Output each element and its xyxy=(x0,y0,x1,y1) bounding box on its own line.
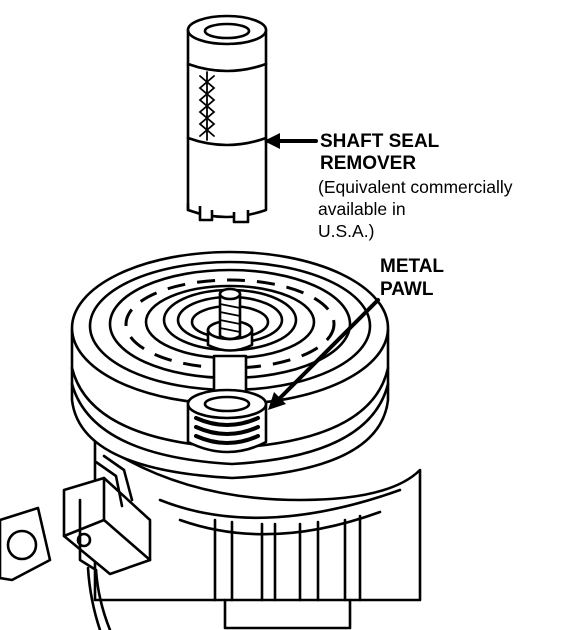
remover-label-line1: SHAFT SEAL xyxy=(320,131,440,152)
remover-note-line3: U.S.A.) xyxy=(318,221,374,241)
pawl-pointer-arrow xyxy=(268,298,380,410)
remover-note-line1: (Equivalent commercially xyxy=(318,177,513,197)
electrical-connector xyxy=(0,454,152,630)
knurl-pattern xyxy=(198,71,216,141)
shaft-seal-assembly xyxy=(186,354,268,454)
shaft-seal-remover-tool xyxy=(186,14,268,224)
remover-label-line2: REMOVER xyxy=(320,153,416,174)
pawl-label-line1: METAL xyxy=(380,256,444,277)
remover-pointer-arrow xyxy=(264,133,318,149)
compressor-housing xyxy=(93,438,422,630)
remover-note-line2: available in xyxy=(318,199,406,219)
threaded-shaft xyxy=(218,287,242,341)
pawl-label-line2: PAWL xyxy=(380,279,434,300)
